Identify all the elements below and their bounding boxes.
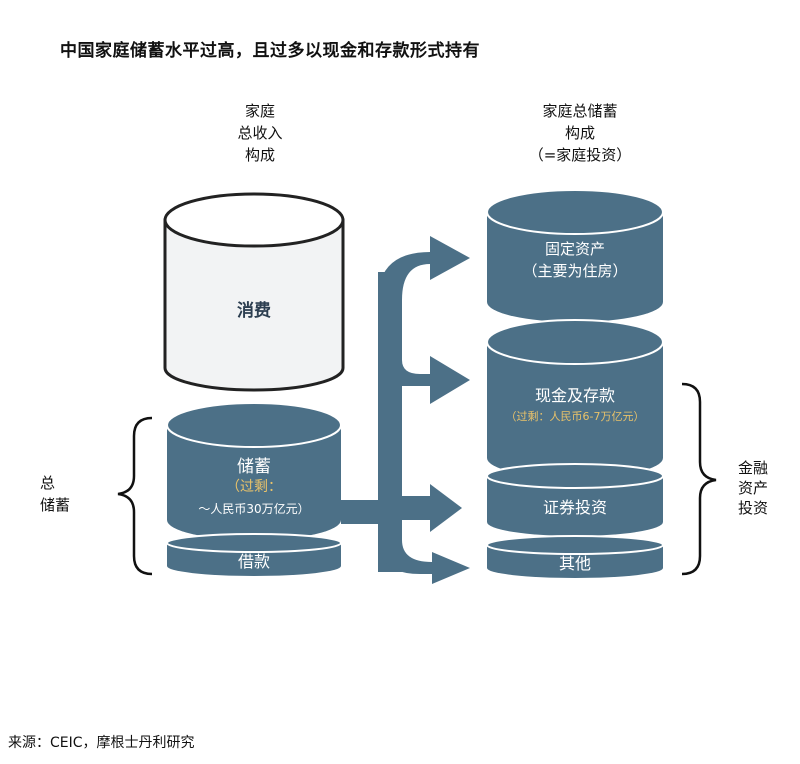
flow-arrows <box>341 236 470 584</box>
securities-label: 证券投资 <box>542 498 607 517</box>
left-header: 家庭 总收入 构成 <box>237 102 283 164</box>
other-label: 其他 <box>558 554 591 573</box>
savings-amount-label: ～人民币30万亿元） <box>198 502 310 516</box>
securities-cylinder <box>486 463 664 536</box>
fixed-assets-label: 固定资产 （主要为住房） <box>522 240 628 280</box>
cash-excess-label: （过剩：人民币6-7万亿元） <box>505 410 645 423</box>
borrowing-cylinder <box>166 533 342 576</box>
total-savings-label: 总 储蓄 <box>40 474 71 514</box>
other-cylinder <box>486 535 664 578</box>
left-brace <box>117 416 153 576</box>
cash-deposits-label: 现金及存款 <box>534 386 615 405</box>
savings-label: 储蓄 <box>237 457 271 477</box>
right-brace <box>681 382 717 576</box>
cash-deposits-cylinder <box>486 319 664 478</box>
savings-cylinder <box>166 402 342 540</box>
source-note: 来源：CEIC，摩根士丹利研究 <box>8 735 195 751</box>
borrowing-label: 借款 <box>237 552 270 571</box>
fixed-assets-cylinder <box>486 189 664 322</box>
right-header: 家庭总储蓄 构成 （=家庭投资） <box>528 102 632 164</box>
financial-investment-label: 金融 资产 投资 <box>737 459 768 517</box>
consumption-label: 消费 <box>237 301 271 321</box>
savings-excess-label: （过剩： <box>226 479 282 495</box>
chart-title: 中国家庭储蓄水平过高，且过多以现金和存款形式持有 <box>60 41 480 61</box>
consumption-cylinder <box>163 192 345 392</box>
